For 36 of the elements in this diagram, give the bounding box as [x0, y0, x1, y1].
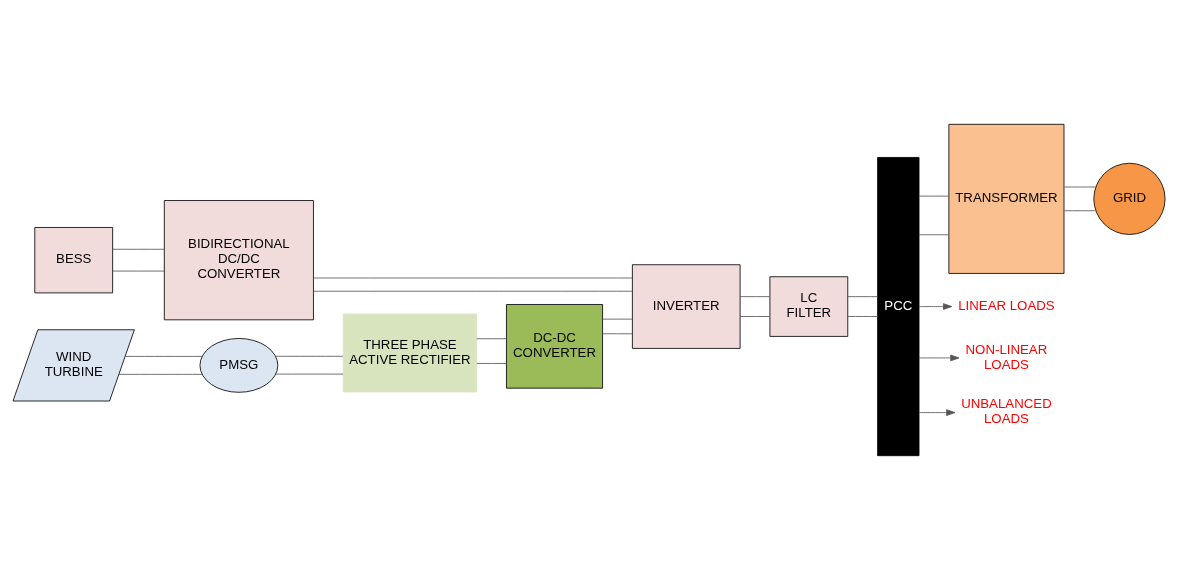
connector: [847, 316, 878, 317]
node-box: INVERTER: [631, 264, 741, 349]
connector: [112, 248, 165, 250]
connector: [112, 270, 165, 272]
arrow: [918, 409, 956, 416]
node-box: PCC: [877, 157, 920, 457]
node-box: TRANSFORMER: [948, 123, 1065, 274]
connector: [847, 296, 878, 298]
connector: [602, 333, 633, 335]
connector: [739, 316, 771, 317]
connector: [124, 356, 203, 357]
connector: [1063, 186, 1097, 188]
node-box: BIDIRECTIONAL DC/DC CONVERTER: [163, 200, 314, 321]
node-text: LINEAR LOADS: [958, 297, 1055, 313]
connector: [602, 318, 633, 320]
connector: [275, 355, 344, 357]
connector: [275, 373, 344, 375]
node-box: DC-DC CONVERTER: [506, 304, 603, 389]
connector: [118, 373, 203, 375]
connector: [476, 363, 507, 364]
arrow: [918, 303, 953, 310]
node-box: BESS: [34, 227, 114, 294]
node-circle: GRID: [1093, 162, 1166, 235]
connector: [918, 234, 950, 236]
node-box: THREE PHASE ACTIVE RECTIFIER: [342, 313, 478, 393]
connector: [476, 338, 507, 340]
connector: [918, 195, 950, 197]
connector: [313, 277, 633, 279]
connector: [739, 296, 771, 298]
node-text: UNBALANCED LOADS: [961, 396, 1052, 427]
connector: [1063, 210, 1097, 212]
node-box: LC FILTER: [769, 276, 849, 337]
arrow: [918, 354, 960, 362]
connector: [313, 290, 633, 292]
node-ellipse: PMSG: [199, 338, 279, 393]
node-text: NON-LINEAR LOADS: [965, 341, 1048, 372]
